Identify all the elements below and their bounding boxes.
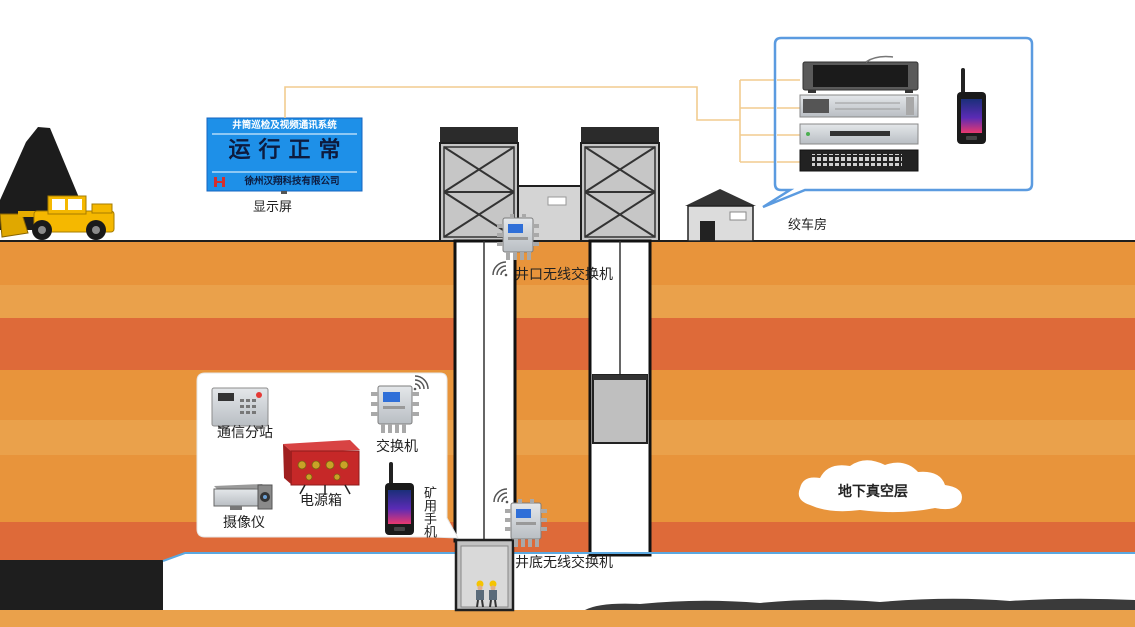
miner-worker-icon	[489, 580, 497, 608]
camera-icon	[213, 484, 273, 510]
winch-house	[685, 189, 756, 242]
winch-house-window	[729, 211, 747, 221]
wellhead-switch-label: 井口无线交换机	[515, 267, 613, 283]
wellhead-wireless-switch-icon	[497, 214, 539, 260]
display-panel	[206, 117, 363, 192]
display-screen	[206, 117, 363, 194]
auxiliary-shaft	[588, 239, 652, 557]
callout-connector-branches	[777, 79, 800, 163]
mining-phone-icon	[957, 68, 986, 144]
winch-house-door	[700, 221, 715, 241]
tunnel-floor-rubble	[585, 598, 1135, 610]
wifi-icon	[493, 488, 509, 504]
roadway-tunnel	[163, 553, 1135, 610]
auxiliary-cage	[592, 374, 648, 444]
loader-vehicle-icon	[0, 195, 115, 240]
display-status-text: 运行正常	[228, 138, 349, 163]
stratum-6	[0, 455, 1135, 522]
stratum-2	[0, 285, 1135, 318]
mining-phone-icon	[385, 462, 414, 535]
stratum-1	[0, 241, 1135, 285]
comm-substation-label: 通信分站	[217, 425, 273, 441]
video-recorder-icon	[799, 123, 919, 145]
power-box-icon	[283, 440, 360, 495]
winch-house-roof	[685, 189, 756, 206]
miner-worker-icon	[476, 580, 484, 608]
winch-house-wall	[687, 205, 754, 242]
stratum-5	[0, 420, 1135, 455]
display-company-text: 徐州汉翔科技有限公司	[244, 176, 340, 187]
network-switch-icon	[799, 149, 919, 172]
main-shaft	[453, 239, 517, 543]
display-label: 显示屏	[253, 200, 293, 215]
underground-void-cloud	[798, 460, 962, 513]
winch-house-label: 绞车房	[788, 218, 828, 233]
stratum-4	[0, 370, 1135, 420]
camera-label: 摄像仪	[223, 515, 265, 531]
mining-phone-label: 矿用手机	[421, 486, 436, 538]
wifi-icon	[413, 375, 429, 391]
comm-substation-icon	[211, 387, 269, 429]
tunnel-left-rock	[0, 560, 163, 610]
stratum-3	[0, 318, 1135, 370]
shaft-bottom-wireless-switch-icon	[505, 499, 547, 547]
shaft-bottom-switch-label: 井底无线交换机	[515, 555, 613, 571]
shaft-bottom-cage	[454, 538, 515, 612]
headframe-right-tower	[580, 127, 660, 242]
switch-icon	[371, 385, 419, 433]
company-logo-icon	[214, 177, 225, 187]
wifi-icon	[492, 261, 508, 277]
display-header-text: 井筒巡检及视频通讯系统	[232, 120, 337, 131]
display-stand	[281, 191, 287, 194]
console-monitor-icon	[802, 55, 919, 93]
tunnel-roof-line	[162, 552, 1135, 562]
switch-label: 交换机	[376, 439, 418, 455]
server-icon	[799, 94, 919, 118]
vacuum-layer-label: 地下真空层	[838, 484, 908, 500]
power-box-label: 电源箱	[300, 493, 342, 509]
